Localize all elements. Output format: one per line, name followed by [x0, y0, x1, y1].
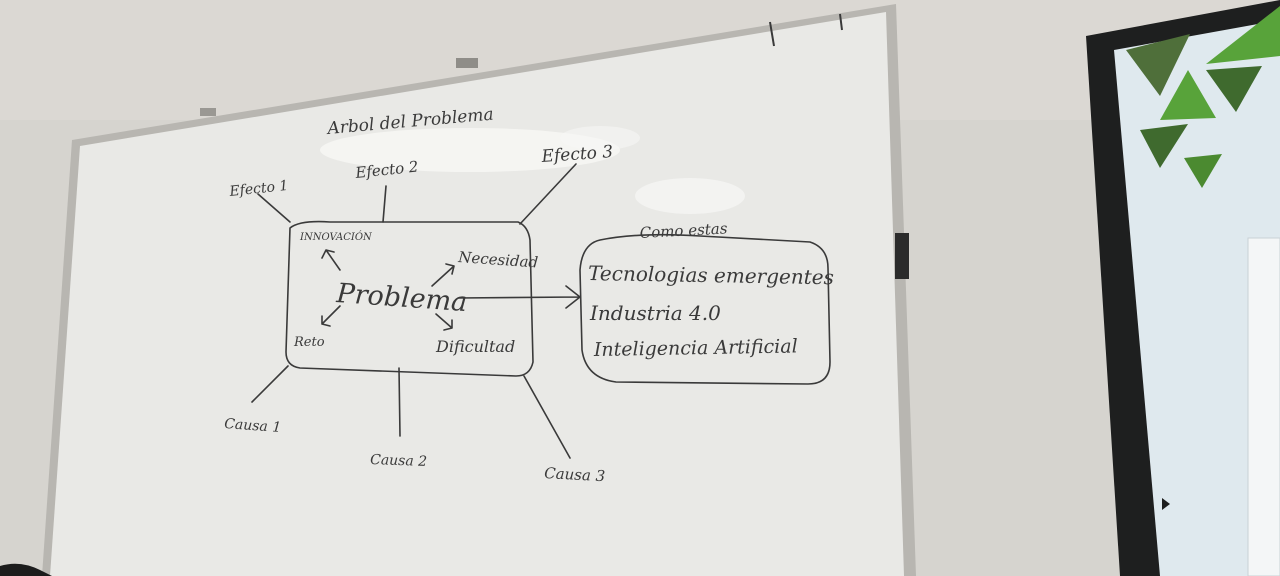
effect-label-1: Efecto 1 — [228, 178, 289, 200]
cause-label-1: Causa 1 — [224, 416, 282, 436]
whiteboard-surface — [50, 12, 904, 576]
side-line-2: Industria 4.0 — [589, 301, 721, 325]
side-box — [579, 233, 831, 385]
cause-label-3: Causa 3 — [544, 464, 606, 485]
problem-box — [285, 220, 534, 377]
label-reto: Reto — [293, 335, 325, 350]
label-innovacion: INNOVACIÓN — [299, 231, 373, 243]
side-line-3: Inteligencia Artificial — [593, 335, 798, 361]
play-icon — [1162, 498, 1170, 510]
wall-display — [1086, 0, 1280, 576]
label-necesidad: Necesidad — [457, 248, 539, 272]
cause-label-2: Causa 2 — [370, 452, 428, 470]
board-bracket — [895, 233, 909, 279]
label-dificultad: Dificultad — [435, 337, 515, 356]
side-line-1: Tecnologias emergentes — [588, 261, 834, 289]
problem-tree-diagram: Arbol del Problema Efecto 1 Efecto 2 Efe… — [224, 105, 834, 486]
marker-clip — [456, 58, 478, 68]
whiteboard — [42, 4, 916, 576]
triangle-logo — [1126, 34, 1190, 96]
